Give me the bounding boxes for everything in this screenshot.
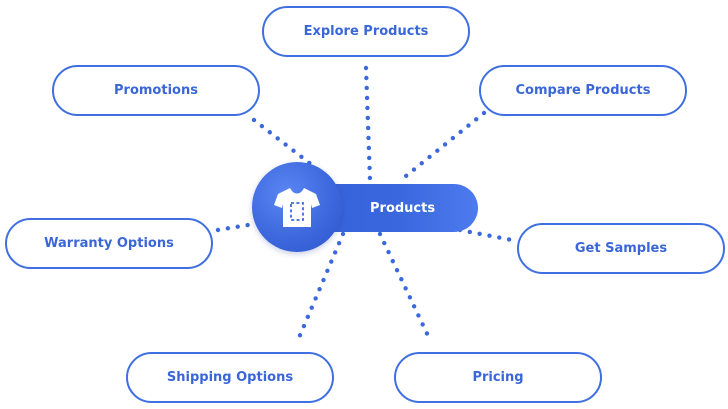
node-explore-products-label: Explore Products: [303, 24, 429, 39]
node-get-samples-label: Get Samples: [574, 241, 668, 256]
connector-promotions: [251, 117, 315, 168]
connector-explore: [363, 65, 373, 183]
connector-shipping: [295, 231, 346, 343]
node-promotions[interactable]: Promotions: [52, 65, 260, 116]
connector-warranty: [215, 221, 257, 233]
node-pricing[interactable]: Pricing: [394, 352, 602, 403]
center-products-label: Products: [370, 200, 436, 216]
node-warranty-options-label: Warranty Options: [44, 236, 174, 251]
node-pricing-label: Pricing: [472, 370, 524, 385]
connector-compare: [398, 110, 487, 183]
node-shipping-options-label: Shipping Options: [166, 370, 294, 385]
node-explore-products[interactable]: Explore Products: [262, 6, 470, 57]
node-promotions-label: Promotions: [114, 83, 198, 98]
node-compare-products-label: Compare Products: [515, 83, 651, 98]
node-warranty-options[interactable]: Warranty Options: [5, 218, 213, 269]
connector-pricing: [377, 231, 433, 343]
node-get-samples[interactable]: Get Samples: [517, 223, 725, 274]
connector-samples: [457, 227, 515, 243]
node-compare-products[interactable]: Compare Products: [479, 65, 687, 116]
node-shipping-options[interactable]: Shipping Options: [126, 352, 334, 403]
center-products-badge[interactable]: [252, 162, 342, 252]
tshirt-icon: [274, 188, 320, 227]
